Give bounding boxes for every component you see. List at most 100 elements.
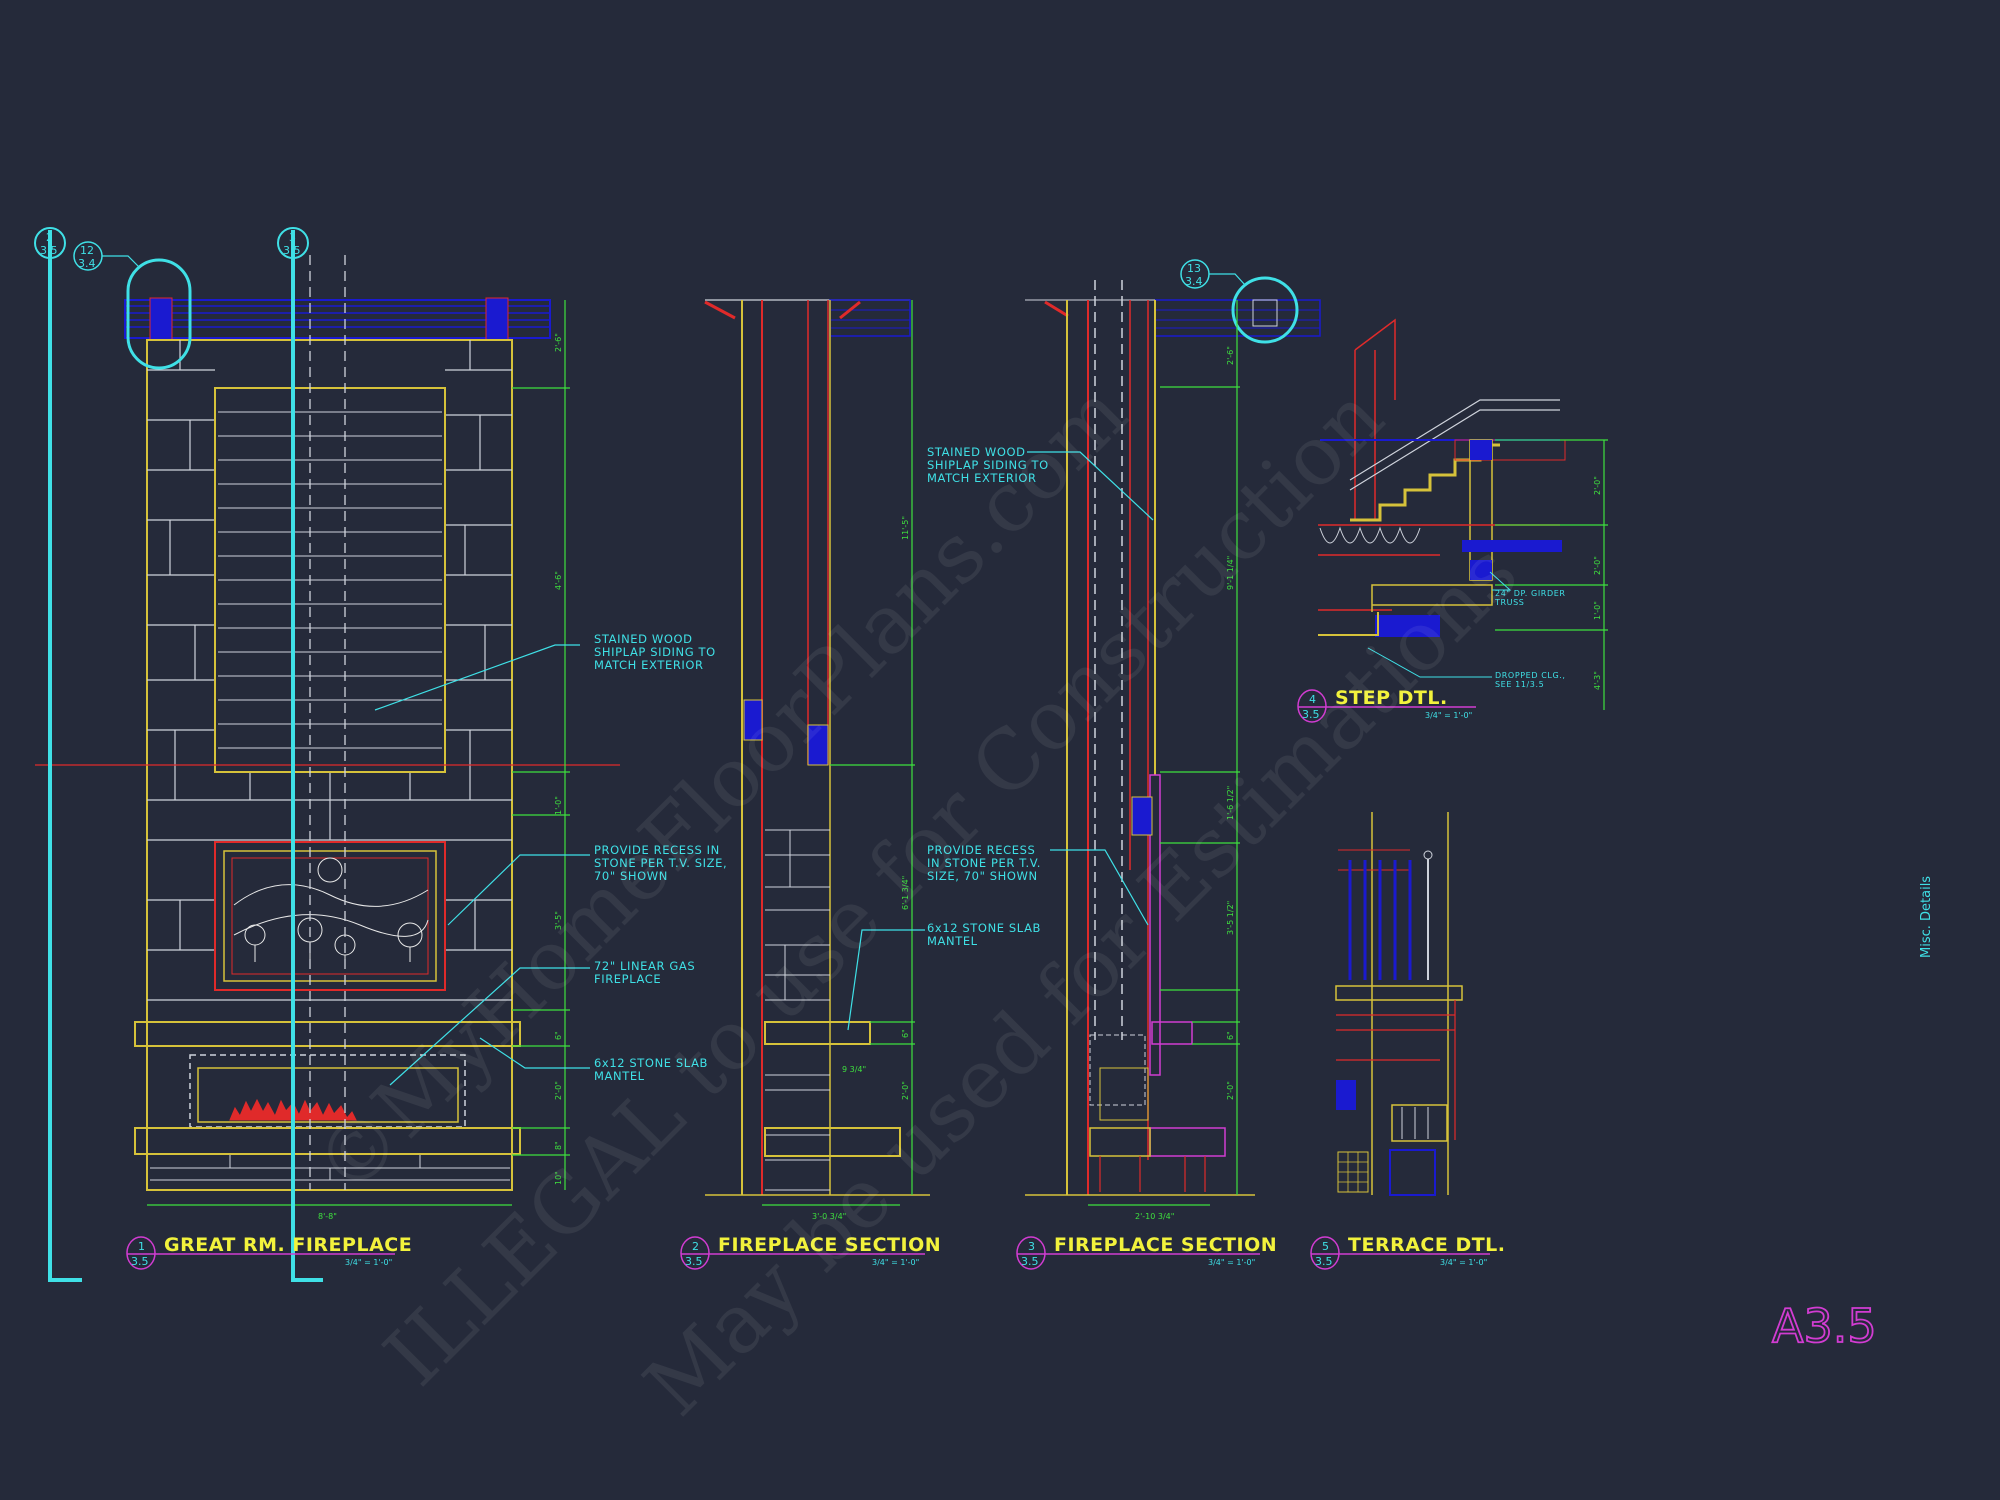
note-dropped-clg: DROPPED CLG., SEE 11/3.5	[1367, 647, 1566, 689]
dim: 2'-0"	[901, 1081, 910, 1100]
bubble-num: 12	[80, 244, 94, 257]
note-shiplap: STAINED WOOD SHIPLAP SIDING TO MATCH EXT…	[374, 632, 716, 711]
dim: 2'-0"	[554, 1081, 563, 1100]
tv-recess	[214, 841, 446, 991]
note-girder: 24" DP. GIRDER TRUSS	[1489, 571, 1566, 607]
svg-text:6x12 STONE SLAB: 6x12 STONE SLAB	[594, 1056, 708, 1070]
svg-text:IN STONE PER T.V.: IN STONE PER T.V.	[927, 856, 1041, 870]
svg-text:MATCH EXTERIOR: MATCH EXTERIOR	[594, 658, 704, 672]
svg-text:72" LINEAR GAS: 72" LINEAR GAS	[594, 959, 695, 973]
svg-text:STAINED WOOD: STAINED WOOD	[594, 632, 693, 646]
detail-1-elevation: 2'-6" 4'-6" 1'-0" 3'-5" 6" 2'-0" 8" 10" …	[34, 227, 727, 1282]
detail-callout-13: 13 3.4	[1180, 259, 1299, 344]
detail-2-section: 11'-5" 6'-1 3/4" 6" 2'-0" 3'-0 3/4" 9 3/…	[704, 299, 930, 1221]
dim: 2'-6"	[554, 333, 563, 352]
dim: 1'-6 1/2"	[1226, 786, 1235, 820]
dim: 1'-0"	[1593, 601, 1602, 620]
bubble-num: 2	[46, 231, 53, 244]
svg-text:3: 3	[1028, 1240, 1035, 1253]
dim: 11'-5"	[901, 516, 910, 540]
svg-text:3/4" = 1'-0": 3/4" = 1'-0"	[1208, 1258, 1255, 1267]
bubble-sheet: 3.4	[78, 257, 96, 270]
note-recess: PROVIDE RECESS IN STONE PER T.V. SIZE, 7…	[447, 843, 727, 926]
title-detail-2: 2 3.5 FIREPLACE SECTION 3/4" = 1'-0"	[680, 1234, 941, 1270]
svg-text:STONE PER T.V. SIZE,: STONE PER T.V. SIZE,	[594, 856, 727, 870]
svg-text:70" SHOWN: 70" SHOWN	[594, 869, 668, 883]
svg-text:MATCH EXTERIOR: MATCH EXTERIOR	[927, 471, 1037, 485]
note-mantel: 6x12 STONE SLAB MANTEL	[479, 1037, 708, 1083]
shiplap-panel	[214, 387, 446, 773]
mantel	[134, 1021, 521, 1047]
svg-text:5: 5	[1322, 1240, 1329, 1253]
svg-text:3.5: 3.5	[685, 1255, 703, 1268]
dim: 2'-10 3/4"	[1135, 1212, 1174, 1221]
svg-text:6x12 STONE SLAB: 6x12 STONE SLAB	[927, 921, 1041, 935]
hearth	[134, 1127, 521, 1155]
note-gas-fireplace: 72" LINEAR GAS FIREPLACE	[389, 959, 695, 1086]
linear-firebox	[197, 1067, 459, 1123]
dim: 6"	[554, 1031, 563, 1040]
svg-text:3.5: 3.5	[1302, 708, 1320, 721]
dim: 6'-1 3/4"	[901, 876, 910, 910]
dim: 6"	[1226, 1031, 1235, 1040]
beam	[124, 299, 551, 339]
bubble-num: 3	[289, 231, 296, 244]
svg-text:GREAT RM. FIREPLACE: GREAT RM. FIREPLACE	[164, 1234, 412, 1256]
svg-text:3/4" = 1'-0": 3/4" = 1'-0"	[345, 1258, 392, 1267]
svg-text:SEE 11/3.5: SEE 11/3.5	[1495, 680, 1544, 689]
sheet-number: A3.5	[1772, 1299, 1877, 1353]
svg-text:3/4" = 1'-0": 3/4" = 1'-0"	[1425, 711, 1472, 720]
svg-text:3.5: 3.5	[131, 1255, 149, 1268]
svg-text:3.5: 3.5	[1021, 1255, 1039, 1268]
detail-5-terrace	[1335, 812, 1463, 1196]
detail-3-section: 13 3.4 2'-6" 9'-1 1/4" 1'-6 1/2" 3'-5 1/…	[847, 259, 1321, 1221]
dim: 3'-5 1/2"	[1226, 901, 1235, 935]
dim: 4'-6"	[554, 571, 563, 590]
dim: 8'-8"	[318, 1212, 337, 1221]
dim: 3'-5"	[554, 911, 563, 930]
svg-text:MANTEL: MANTEL	[594, 1069, 645, 1083]
dim: 10"	[554, 1171, 563, 1185]
svg-text:24" DP. GIRDER: 24" DP. GIRDER	[1495, 589, 1566, 598]
svg-text:MANTEL: MANTEL	[927, 934, 978, 948]
svg-text:TRUSS: TRUSS	[1494, 598, 1524, 607]
detail-callout-12: 12 3.4	[73, 241, 192, 370]
detail-4-step: 2'-0" 2'-0" 1'-0" 4'-3" 24" DP. GIRDER T…	[1318, 318, 1608, 710]
svg-text:SHIPLAP SIDING TO: SHIPLAP SIDING TO	[594, 645, 716, 659]
dim: 2'-0"	[1593, 556, 1602, 575]
svg-text:SHIPLAP SIDING TO: SHIPLAP SIDING TO	[927, 458, 1049, 472]
svg-text:DROPPED CLG.,: DROPPED CLG.,	[1495, 671, 1566, 680]
svg-text:3.5: 3.5	[1315, 1255, 1333, 1268]
bubble-sheet: 3.5	[283, 244, 301, 257]
svg-text:STAINED WOOD: STAINED WOOD	[927, 445, 1026, 459]
svg-text:2: 2	[692, 1240, 699, 1253]
bubble-sheet: 3.5	[40, 244, 58, 257]
section-cut-3: 3 3.5	[277, 227, 323, 1282]
svg-text:SIZE, 70" SHOWN: SIZE, 70" SHOWN	[927, 869, 1038, 883]
dim: 2'-0"	[1593, 476, 1602, 495]
dim: 1'-0"	[554, 796, 563, 815]
tv-landscape-art	[233, 857, 429, 962]
svg-text:PROVIDE RECESS IN: PROVIDE RECESS IN	[594, 843, 720, 857]
svg-text:4: 4	[1309, 693, 1316, 706]
dim: 4'-3"	[1593, 671, 1602, 690]
dim: 9'-1 1/4"	[1226, 556, 1235, 590]
mantel-section	[764, 1021, 871, 1045]
title-detail-4: 4 3.5 STEP DTL. 3/4" = 1'-0"	[1297, 687, 1476, 723]
svg-text:FIREPLACE: FIREPLACE	[594, 972, 661, 986]
svg-text:1: 1	[138, 1240, 145, 1253]
dim: 8"	[554, 1141, 563, 1150]
sheet-title: Misc. Details	[1919, 876, 1934, 958]
title-detail-1: 1 3.5 GREAT RM. FIREPLACE 3/4" = 1'-0"	[126, 1234, 412, 1270]
dim: 6"	[901, 1029, 910, 1038]
bubble-sheet: 3.4	[1185, 275, 1203, 288]
svg-text:FIREPLACE SECTION: FIREPLACE SECTION	[718, 1234, 941, 1256]
dim: 3'-0 3/4"	[812, 1212, 846, 1221]
note-recess-3: PROVIDE RECESS IN STONE PER T.V. SIZE, 7…	[927, 843, 1149, 926]
svg-text:TERRACE DTL.: TERRACE DTL.	[1348, 1234, 1506, 1256]
note-shiplap-3: STAINED WOOD SHIPLAP SIDING TO MATCH EXT…	[927, 445, 1154, 521]
dim: 9 3/4"	[842, 1065, 866, 1074]
dim: 2'-0"	[1226, 1081, 1235, 1100]
svg-text:3/4" = 1'-0": 3/4" = 1'-0"	[1440, 1258, 1487, 1267]
